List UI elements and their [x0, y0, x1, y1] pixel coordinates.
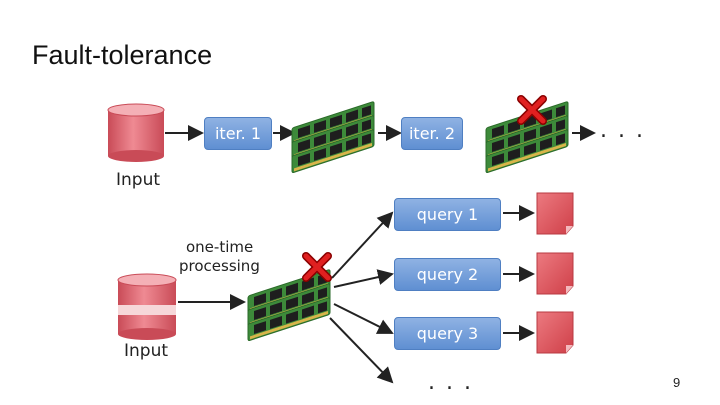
arrow-to-query2 [333, 269, 394, 288]
page-number: 9 [673, 375, 681, 390]
query3-box: query 3 [394, 317, 501, 350]
arrow-to-more [329, 317, 394, 384]
processing-label-line1: one-time [186, 238, 254, 256]
ram-memory-icon [292, 101, 374, 173]
ram-memory-icon [248, 269, 330, 341]
bottom-input-label: Input [124, 341, 169, 361]
top-input-database-icon [107, 103, 165, 162]
processing-label-line2: processing [179, 257, 260, 275]
top-ellipsis: . . . [600, 118, 645, 143]
slide-title: Fault-tolerance [32, 40, 213, 70]
iter2-box: iter. 2 [401, 117, 463, 150]
arrow-to-query1 [331, 211, 394, 279]
query1-box: query 1 [394, 198, 501, 231]
failure-x-icon [302, 252, 332, 282]
bottom-ellipsis: . . . [428, 370, 473, 395]
document-icon [536, 252, 574, 295]
failure-x-icon [517, 95, 547, 125]
document-icon [536, 192, 574, 235]
iter1-box: iter. 1 [204, 117, 272, 150]
document-icon [536, 311, 574, 354]
arrow-to-query3 [333, 303, 394, 334]
bottom-input-database-icon [117, 273, 177, 340]
query2-box: query 2 [394, 258, 501, 291]
top-input-label: Input [116, 170, 161, 190]
